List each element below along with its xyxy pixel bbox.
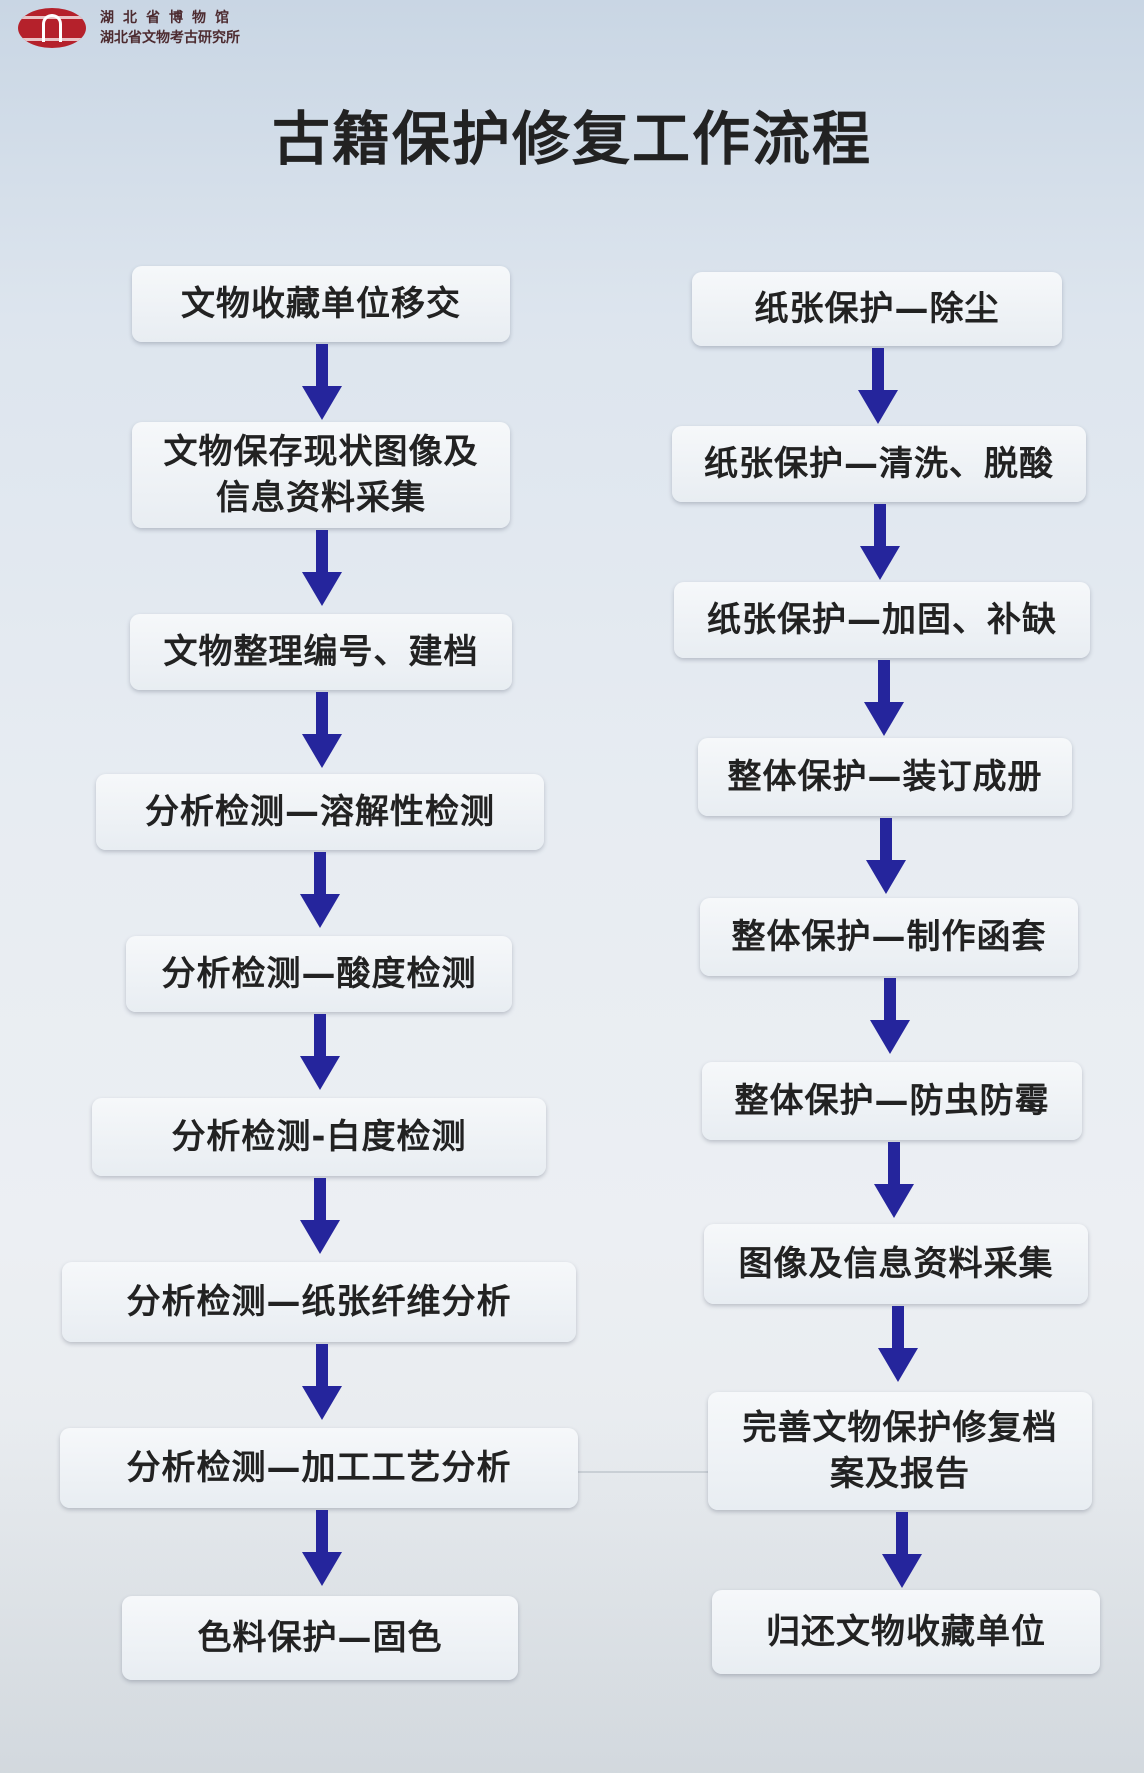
down-arrow-icon — [874, 1142, 914, 1218]
flow-step: 纸张保护—除尘 — [692, 272, 1062, 346]
flow-step: 纸张保护—加固、补缺 — [674, 582, 1090, 658]
org-name-2: 湖北省文物考古研究所 — [100, 30, 240, 46]
flow-step: 整体保护—防虫防霉 — [702, 1062, 1082, 1140]
down-arrow-icon — [302, 530, 342, 606]
down-arrow-icon — [866, 818, 906, 894]
flow-step: 分析检测—纸张纤维分析 — [62, 1262, 576, 1342]
flow-step: 分析检测—溶解性检测 — [96, 774, 544, 850]
organization-names: 湖北省博物馆 湖北省文物考古研究所 — [100, 8, 240, 48]
flow-step: 整体保护—制作函套 — [700, 898, 1078, 976]
down-arrow-icon — [858, 348, 898, 424]
background-building-photo — [0, 1413, 1144, 1773]
down-arrow-icon — [302, 344, 342, 420]
flow-step: 文物收藏单位移交 — [132, 266, 510, 342]
flow-step: 文物整理编号、建档 — [130, 614, 512, 690]
org-name-1: 湖北省博物馆 — [100, 10, 238, 26]
flow-step: 分析检测—酸度检测 — [126, 936, 512, 1012]
flow-step: 文物保存现状图像及 信息资料采集 — [132, 422, 510, 528]
down-arrow-icon — [300, 1178, 340, 1254]
down-arrow-icon — [878, 1306, 918, 1382]
down-arrow-icon — [300, 852, 340, 928]
down-arrow-icon — [300, 1014, 340, 1090]
flow-step: 纸张保护—清洗、脱酸 — [672, 426, 1086, 502]
page-title: 古籍保护修复工作流程 — [271, 105, 872, 173]
down-arrow-icon — [864, 660, 904, 736]
down-arrow-icon — [302, 1344, 342, 1420]
flow-step: 图像及信息资料采集 — [704, 1224, 1088, 1304]
header: 湖北省博物馆 湖北省文物考古研究所 — [18, 6, 438, 50]
background-roofline — [80, 1471, 1060, 1583]
down-arrow-icon — [302, 692, 342, 768]
down-arrow-icon — [860, 504, 900, 580]
flow-step: 分析检测-白度检测 — [92, 1098, 546, 1176]
flow-step: 整体保护—装订成册 — [698, 738, 1072, 816]
down-arrow-icon — [870, 978, 910, 1054]
museum-logo-icon — [18, 8, 86, 48]
